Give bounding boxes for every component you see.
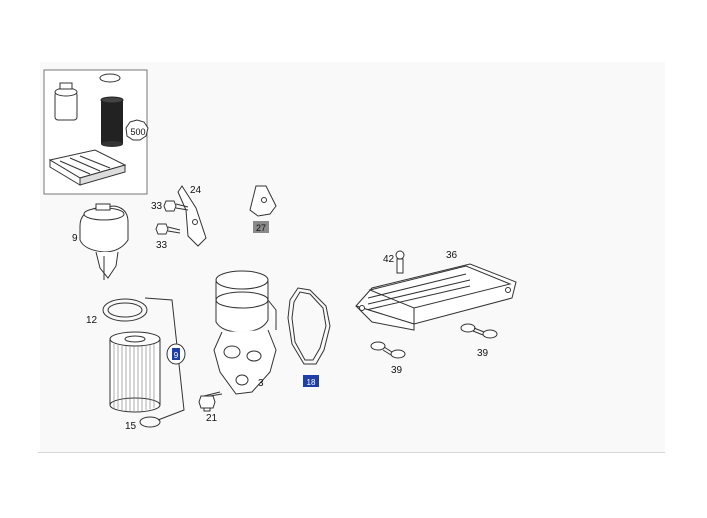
fuel-filter-thumbnail xyxy=(54,82,78,121)
part-gasket-18[interactable] xyxy=(287,287,331,365)
callout-33-upper: 33 xyxy=(151,201,163,212)
part-oil-cooler-36[interactable] xyxy=(355,263,517,331)
filter-pleats xyxy=(113,344,155,411)
seal-500-badge: 500 xyxy=(125,119,149,141)
kit-inset-panel[interactable]: 500 xyxy=(43,69,149,195)
part-badge-b-label: 18 xyxy=(307,378,316,387)
part-bolt-33-upper[interactable] xyxy=(163,200,189,212)
part-bolt-21[interactable] xyxy=(198,391,223,412)
ring-inner-edge xyxy=(107,302,143,318)
part-sealing-ring-12[interactable] xyxy=(102,298,148,322)
callout-9: 9 xyxy=(72,233,78,244)
bottom-divider xyxy=(38,452,665,453)
callout-33-lower: 33 xyxy=(156,240,168,251)
part-badge-b[interactable] xyxy=(303,375,319,387)
part-filter-element[interactable] xyxy=(109,331,161,413)
part-seal-39-right[interactable] xyxy=(460,323,498,339)
callout-24: 24 xyxy=(190,185,202,196)
part-27-label-box xyxy=(253,221,269,233)
part-bracket-24[interactable] xyxy=(177,185,207,247)
callout-39-left: 39 xyxy=(391,365,403,376)
part-bracket-27[interactable] xyxy=(249,185,277,217)
callout-42: 42 xyxy=(383,254,395,265)
part-seal-39-left[interactable] xyxy=(370,341,406,359)
callout-21: 21 xyxy=(206,413,218,424)
part-filter-housing[interactable] xyxy=(213,270,277,395)
air-filter-thumbnail xyxy=(48,149,127,186)
part-seal-15[interactable] xyxy=(139,416,161,428)
part-badge-a-label: 9 xyxy=(174,351,179,360)
callout-36: 36 xyxy=(446,250,458,261)
part-bolt-33-lower[interactable] xyxy=(155,223,181,235)
part-screw-42[interactable] xyxy=(395,250,405,274)
part-badge-a[interactable] xyxy=(172,348,180,360)
callout-12: 12 xyxy=(86,315,98,326)
o-ring-thumbnail xyxy=(99,73,121,83)
callout-500: 500 xyxy=(130,127,145,137)
callout-39-right: 39 xyxy=(477,348,489,359)
callout-3: 3 xyxy=(258,378,264,389)
part-filter-cover[interactable] xyxy=(79,203,129,280)
oil-filter-thumbnail xyxy=(100,96,124,147)
callout-27: 27 xyxy=(256,223,266,233)
callout-15: 15 xyxy=(125,421,137,432)
